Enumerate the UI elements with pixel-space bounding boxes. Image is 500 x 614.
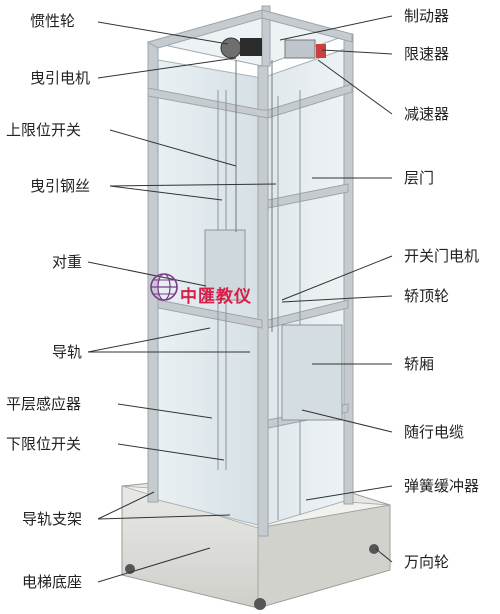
label-elevator-base: 电梯底座 [22,573,83,591]
label-landing-door: 层门 [404,169,435,187]
traction-machine [220,37,326,59]
label-upper-limit-switch: 上限位开关 [6,121,82,139]
label-speed-limiter: 限速器 [404,45,450,63]
watermark-globe-logo [150,273,178,301]
label-leveling-sensor: 平层感应器 [6,395,82,413]
label-spring-buffer: 弹簧缓冲器 [404,477,480,495]
label-traction-motor: 曳引电机 [30,69,91,87]
label-reducer: 减速器 [404,105,450,123]
label-door-motor: 开关门电机 [404,247,480,265]
label-guide-rail: 导轨 [52,343,83,361]
label-car-top-wheel: 轿顶轮 [404,287,450,305]
label-flywheel: 惯性轮 [30,12,76,30]
label-rail-bracket: 导轨支架 [22,510,83,528]
watermark-text: 中匯教仪 [180,287,252,307]
label-lower-limit-switch: 下限位开关 [6,435,82,453]
label-traction-wire: 曳引钢丝 [30,177,91,195]
label-travel-cable: 随行电缆 [404,423,465,441]
label-caster: 万向轮 [404,553,450,571]
label-brake: 制动器 [404,7,450,25]
leader-lines [87,15,393,583]
label-car: 轿厢 [404,355,435,373]
inner-shaft [204,60,343,520]
aluminium-frame [146,5,354,537]
label-counterweight: 对重 [52,253,83,271]
right-glass-panel [261,47,349,527]
